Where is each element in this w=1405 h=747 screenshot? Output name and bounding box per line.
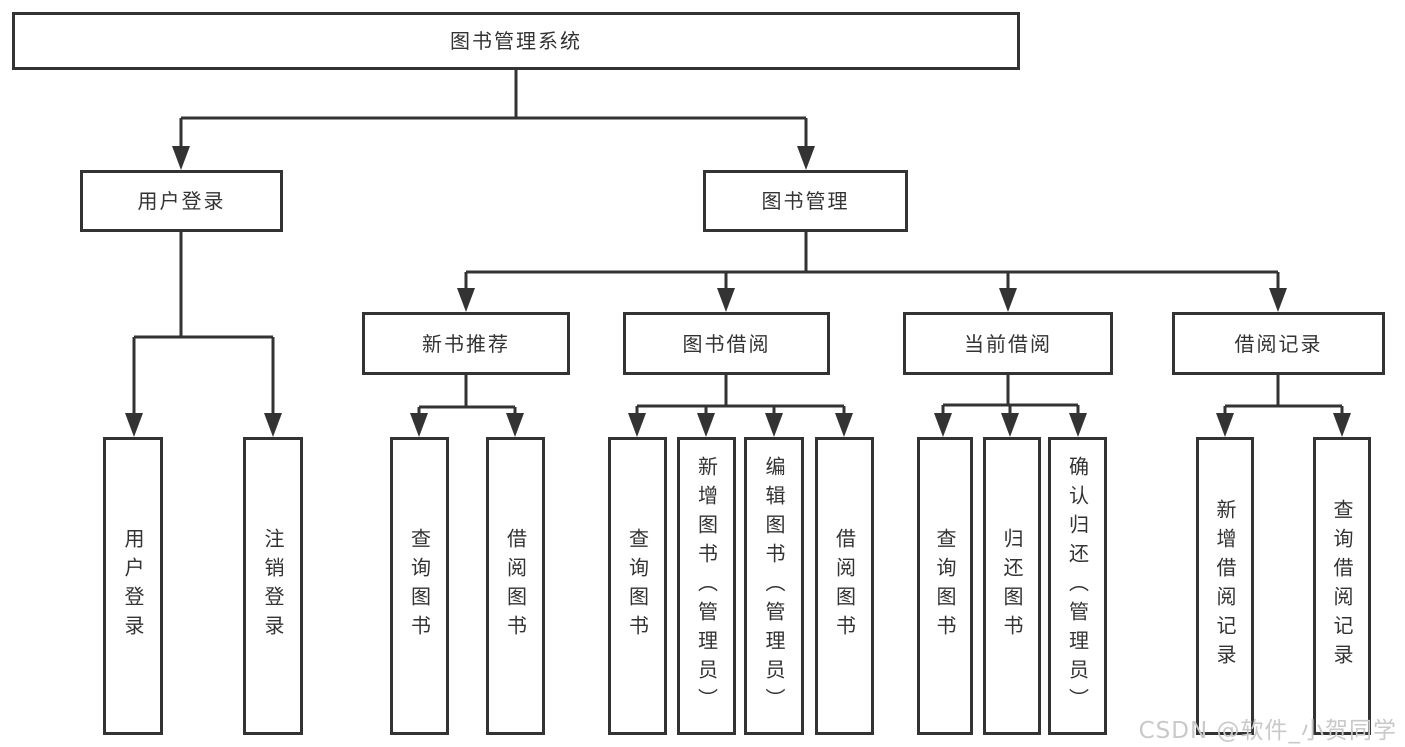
leaf-add-book-admin-label: 新增图书（管理员） — [694, 455, 719, 717]
leaf-logout-label: 注销登录 — [261, 528, 285, 644]
node-book-borrow-label: 图书借阅 — [682, 331, 771, 356]
leaf-borrow-book-1: 借阅图书 — [486, 437, 545, 735]
leaf-borrow-book-2-label: 借阅图书 — [832, 528, 857, 644]
leaf-query-book-3-label: 查询图书 — [933, 528, 957, 644]
leaf-query-book-1-label: 查询图书 — [407, 528, 432, 644]
leaf-query-book-3: 查询图书 — [917, 437, 973, 735]
leaf-return-book: 归还图书 — [983, 437, 1041, 735]
watermark-text: CSDN @软件_小贺同学 — [1138, 718, 1397, 744]
node-root: 图书管理系统 — [12, 12, 1020, 70]
leaf-add-borrow-record-label: 新增借阅记录 — [1213, 499, 1237, 673]
node-new-book-recommend-label: 新书推荐 — [422, 331, 510, 356]
leaf-confirm-return-admin-label: 确认归还（管理员） — [1065, 455, 1090, 717]
leaf-query-borrow-record: 查询借阅记录 — [1313, 437, 1371, 735]
leaf-return-book-label: 归还图书 — [1000, 528, 1024, 644]
leaf-query-book-1: 查询图书 — [390, 437, 449, 735]
node-root-label: 图书管理系统 — [450, 29, 582, 53]
connector-arrowheads — [125, 146, 1351, 437]
leaf-add-book-admin: 新增图书（管理员） — [677, 437, 736, 735]
leaf-confirm-return-admin: 确认归还（管理员） — [1048, 437, 1107, 735]
leaf-user-login: 用户登录 — [103, 437, 163, 735]
leaf-borrow-book-2: 借阅图书 — [815, 437, 874, 735]
leaf-add-borrow-record: 新增借阅记录 — [1196, 437, 1254, 735]
node-book-management: 图书管理 — [703, 170, 908, 232]
node-user-login: 用户登录 — [80, 170, 283, 232]
leaf-edit-book-admin-label: 编辑图书（管理员） — [762, 455, 786, 717]
node-user-login-label: 用户登录 — [137, 189, 226, 213]
node-book-borrow: 图书借阅 — [623, 312, 830, 375]
node-borrow-record-label: 借阅记录 — [1234, 331, 1323, 356]
leaf-logout: 注销登录 — [243, 437, 303, 735]
leaf-borrow-book-1-label: 借阅图书 — [503, 528, 528, 644]
leaf-query-borrow-record-label: 查询借阅记录 — [1330, 499, 1354, 673]
leaf-query-book-2: 查询图书 — [608, 437, 667, 735]
node-new-book-recommend: 新书推荐 — [362, 312, 570, 375]
node-current-borrow-label: 当前借阅 — [964, 331, 1052, 356]
node-book-management-label: 图书管理 — [761, 189, 850, 213]
leaf-query-book-2-label: 查询图书 — [625, 528, 650, 644]
node-current-borrow: 当前借阅 — [903, 312, 1113, 375]
node-borrow-record: 借阅记录 — [1172, 312, 1385, 375]
leaf-user-login-label: 用户登录 — [121, 528, 145, 644]
leaf-edit-book-admin: 编辑图书（管理员） — [744, 437, 804, 735]
